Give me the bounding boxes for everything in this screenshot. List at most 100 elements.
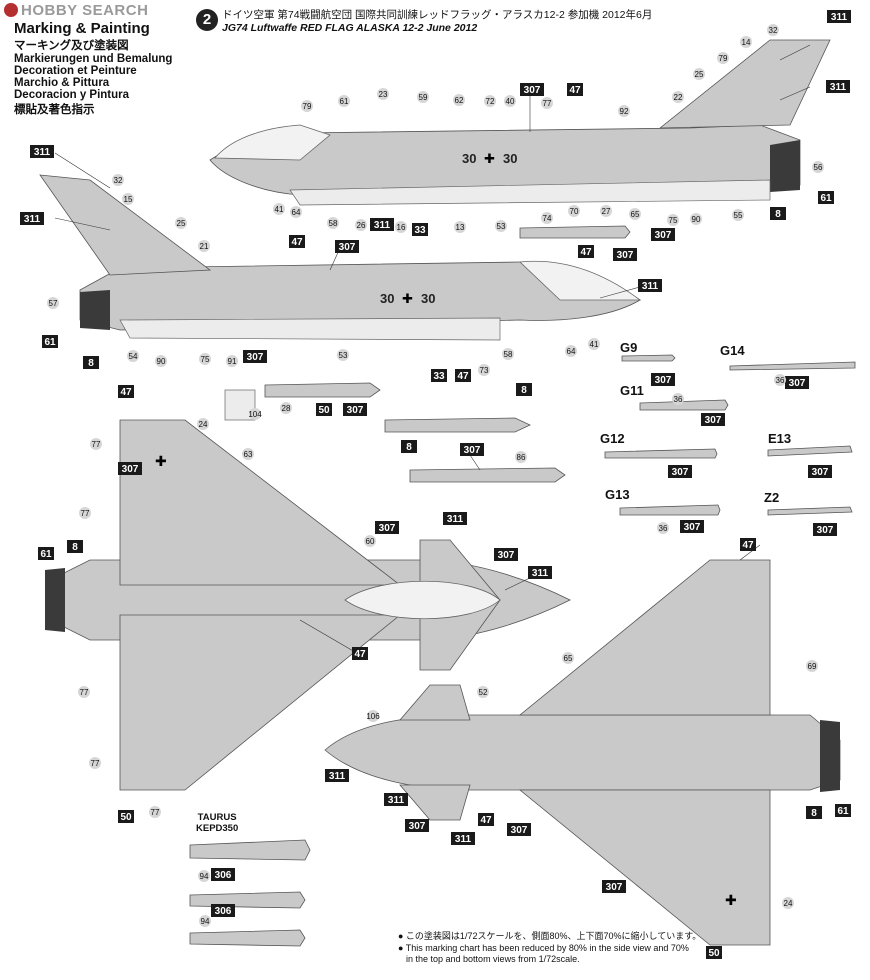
paint-code-box: 307 xyxy=(375,521,399,534)
svg-text:61: 61 xyxy=(820,193,832,204)
paint-code-box: 8 xyxy=(67,540,83,553)
svg-text:77: 77 xyxy=(81,509,90,518)
store-g12 xyxy=(604,448,718,459)
svg-text:75: 75 xyxy=(201,355,210,364)
taurus-name: TAURUS xyxy=(197,812,237,823)
store-g9 xyxy=(621,354,676,362)
svg-text:41: 41 xyxy=(275,205,284,214)
decal-callout: 65 xyxy=(629,208,641,220)
bottom-view: ✚ xyxy=(324,559,841,946)
taurus-designation: KEPD350 xyxy=(196,823,239,834)
svg-text:92: 92 xyxy=(620,107,629,116)
decal-callout: 53 xyxy=(495,220,507,232)
svg-text:307: 307 xyxy=(684,522,701,533)
svg-text:65: 65 xyxy=(564,654,573,663)
decal-callout: 75 xyxy=(667,214,679,226)
store-g14 xyxy=(729,361,856,371)
svg-text:47: 47 xyxy=(742,540,754,551)
decal-callout: 64 xyxy=(290,206,302,218)
svg-text:307: 307 xyxy=(672,467,689,478)
footnote-en-2: in the top and bottom views from 1/72sca… xyxy=(406,954,580,964)
decal-callout: 77 xyxy=(79,507,91,519)
decal-callout: 77 xyxy=(78,686,90,698)
svg-text:52: 52 xyxy=(479,688,488,697)
svg-text:25: 25 xyxy=(695,70,704,79)
decal-callout: 26 xyxy=(355,219,367,231)
svg-text:8: 8 xyxy=(811,808,817,819)
svg-text:27: 27 xyxy=(602,207,611,216)
decal-callout: 74 xyxy=(541,212,553,224)
paint-code-box: 311 xyxy=(325,769,349,782)
paint-code-box: 311 xyxy=(30,145,54,158)
decal-callout: 92 xyxy=(618,105,630,117)
paint-code-box: 61 xyxy=(818,191,834,204)
paint-code-box: 307 xyxy=(405,819,429,832)
paint-code-box: 311 xyxy=(370,218,394,231)
legend-line-jp: マーキング及び塗装図 xyxy=(14,40,129,52)
decal-callout: 36 xyxy=(774,374,786,386)
aircraft-code-right-right: 30 xyxy=(503,151,517,166)
paint-code-box: 61 xyxy=(42,335,58,348)
paint-code-box: 306 xyxy=(211,868,235,881)
decal-callout: 21 xyxy=(198,240,210,252)
svg-text:61: 61 xyxy=(40,549,52,560)
svg-text:90: 90 xyxy=(157,357,166,366)
top-view: ✚ xyxy=(45,419,571,791)
svg-text:36: 36 xyxy=(674,395,683,404)
paint-code-box: 311 xyxy=(826,80,850,93)
svg-text:53: 53 xyxy=(339,351,348,360)
svg-text:65: 65 xyxy=(631,210,640,219)
svg-text:54: 54 xyxy=(129,352,138,361)
paint-code-box: 306 xyxy=(211,904,235,917)
svg-text:24: 24 xyxy=(784,899,793,908)
decal-callout: 75 xyxy=(199,353,211,365)
paint-code-box: 33 xyxy=(412,223,428,236)
svg-text:307: 307 xyxy=(347,405,364,416)
paint-code-box: 47 xyxy=(740,538,756,551)
svg-text:61: 61 xyxy=(340,97,349,106)
paint-code-box: 307 xyxy=(680,520,704,533)
decal-callout: 63 xyxy=(242,448,254,460)
decal-callout: 86 xyxy=(515,451,527,463)
scale-footnote: ● この塗装図は1/72スケールを、側面80%、上下面70%に縮小しています。 … xyxy=(398,931,701,966)
decal-callout: 14 xyxy=(740,36,752,48)
store-label-g9: G9 xyxy=(620,340,638,355)
paint-code-box: 307 xyxy=(494,548,518,561)
svg-text:8: 8 xyxy=(521,385,527,396)
decal-callout: 57 xyxy=(47,297,59,309)
decal-callout: 54 xyxy=(127,350,139,362)
decal-callout: 69 xyxy=(806,660,818,672)
decal-callout: 91 xyxy=(226,355,238,367)
paint-code-box: 311 xyxy=(384,793,408,806)
svg-text:307: 307 xyxy=(705,415,722,426)
svg-text:306: 306 xyxy=(215,906,232,917)
decal-callout: 73 xyxy=(478,364,490,376)
decal-callout: 79 xyxy=(301,100,313,112)
decal-callout: 65 xyxy=(562,652,574,664)
paint-code-box: 307 xyxy=(460,443,484,456)
svg-text:41: 41 xyxy=(590,340,599,349)
svg-text:69: 69 xyxy=(808,662,817,671)
decal-callout: 62 xyxy=(453,94,465,106)
decal-callout: 60 xyxy=(364,535,376,547)
svg-text:59: 59 xyxy=(419,93,428,102)
svg-text:307: 307 xyxy=(812,467,829,478)
paint-code-box: 311 xyxy=(638,279,662,292)
aircraft-code-left-left: 30 xyxy=(380,291,394,306)
svg-text:77: 77 xyxy=(80,688,89,697)
marking-legend: Marking & Painting マーキング及び塗装図 Markierung… xyxy=(14,20,172,117)
side-view-right: 30 ✚ 30 xyxy=(209,39,831,206)
svg-text:40: 40 xyxy=(506,97,515,106)
taurus-missile-3 xyxy=(189,929,306,947)
watermark: HOBBY SEARCH xyxy=(4,2,148,19)
paint-code-box: 47 xyxy=(578,245,594,258)
paint-code-box: 307 xyxy=(785,376,809,389)
paint-code-box: 311 xyxy=(528,566,552,579)
paint-code-box: 33 xyxy=(431,369,447,382)
legend-line-it: Marchio & Pittura xyxy=(14,77,110,89)
svg-text:307: 307 xyxy=(606,882,623,893)
decal-callout: 27 xyxy=(600,205,612,217)
legend-line-fr: Decoration et Peinture xyxy=(14,65,137,77)
svg-text:55: 55 xyxy=(734,211,743,220)
